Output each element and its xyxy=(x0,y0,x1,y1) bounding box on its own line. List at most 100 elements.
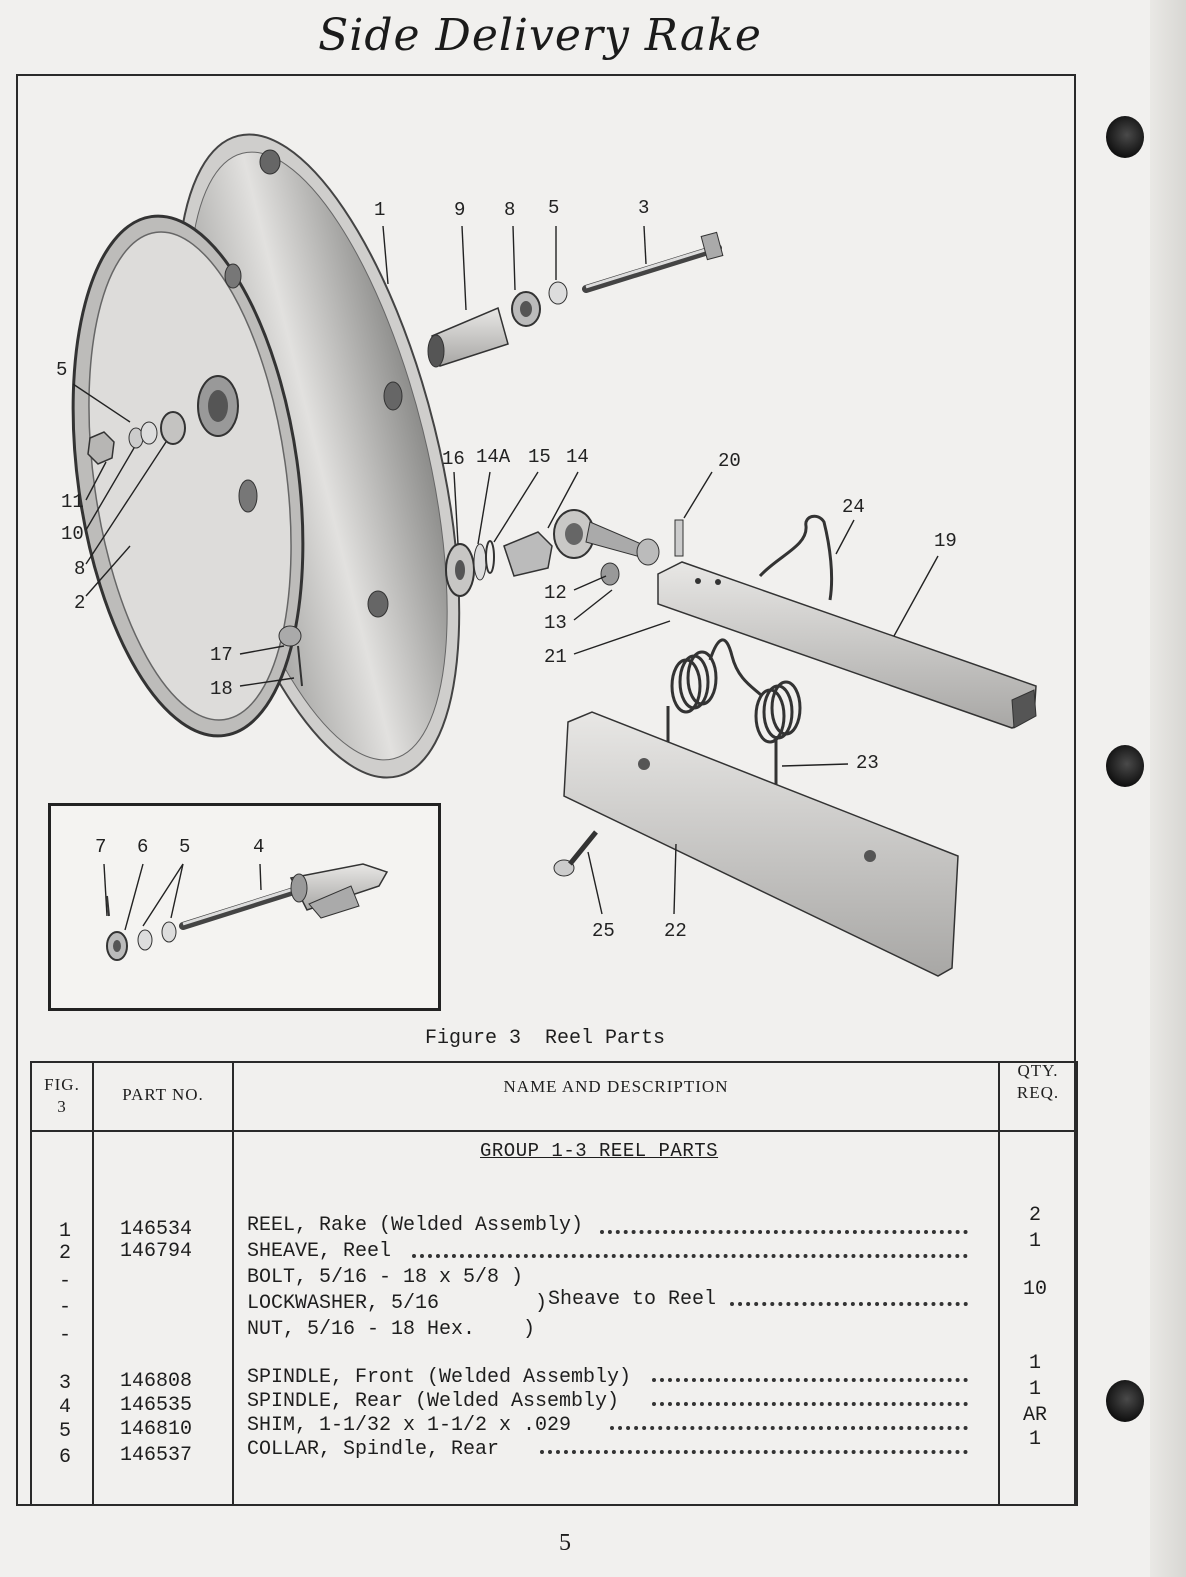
callout-2: 2 xyxy=(74,592,86,614)
callout-14a: 14A xyxy=(476,446,511,468)
dot-leader xyxy=(730,1302,968,1306)
row-description: SHIM, 1-1/32 x 1-1/2 x .029 xyxy=(247,1414,572,1437)
callout-12: 12 xyxy=(544,582,567,604)
row-qty: 1 xyxy=(1028,1352,1041,1375)
row-part-no: 146808 xyxy=(120,1370,193,1393)
table-row: 3 146808 SPINDLE, Front (Welded Assembly… xyxy=(0,1352,1186,1395)
callout-15: 15 xyxy=(528,446,551,468)
row-qty: 2 xyxy=(1028,1204,1041,1227)
callout-11: 11 xyxy=(61,491,84,513)
row-fig: 6 xyxy=(58,1446,71,1469)
table-row: 6 146537 COLLAR, Spindle, Rear 1 xyxy=(0,1428,1186,1469)
binder-hole-bottom xyxy=(1106,1380,1144,1422)
callout-1: 1 xyxy=(374,199,386,221)
table-top-rule xyxy=(30,1061,1076,1063)
callout-17: 17 xyxy=(210,644,233,666)
dot-leader xyxy=(652,1402,968,1406)
inset-callout-6: 6 xyxy=(137,836,149,858)
callout-16: 16 xyxy=(442,448,465,470)
callout-8: 8 xyxy=(504,199,516,221)
inset-callout-7: 7 xyxy=(95,836,107,858)
row-qty: 1 xyxy=(1028,1428,1041,1451)
row-description: SHEAVE, Reel xyxy=(247,1240,392,1263)
row-fig: - xyxy=(58,1296,71,1319)
binder-hole-top xyxy=(1106,116,1144,158)
row-description: BOLT, 5/16 - 18 x 5/8 ) xyxy=(247,1266,524,1289)
callout-23: 23 xyxy=(856,752,879,774)
inset-callout-4: 4 xyxy=(253,836,265,858)
callout-25: 25 xyxy=(592,920,615,942)
dot-leader xyxy=(652,1378,968,1382)
row-part-no: 146537 xyxy=(120,1444,193,1467)
row-description: COLLAR, Spindle, Rear xyxy=(247,1438,500,1461)
dot-leader xyxy=(610,1426,968,1430)
callout-20: 20 xyxy=(718,450,741,472)
table-row: - NUT, 5/16 - 18 Hex. ) xyxy=(0,1316,1186,1347)
callout-13: 13 xyxy=(544,612,567,634)
row-part-no: 146794 xyxy=(120,1240,193,1263)
exploded-view-drawing xyxy=(71,133,1037,977)
crank-assembly xyxy=(278,509,684,687)
row-fig: 5 xyxy=(58,1420,71,1443)
callout-8-left: 8 xyxy=(74,558,86,580)
header-name-description: NAME AND DESCRIPTION xyxy=(503,1077,729,1096)
row-fig: 3 xyxy=(58,1372,71,1395)
table-row: 2 146794 SHEAVE, Reel 1 xyxy=(0,1230,1186,1265)
row-qty: 1 xyxy=(1028,1230,1041,1253)
callout-19: 19 xyxy=(934,530,957,552)
spring-clip xyxy=(758,514,834,601)
page-frame xyxy=(16,74,1076,1506)
table-row: 5 146810 SHIM, 1-1/32 x 1-1/2 x .029 AR xyxy=(0,1404,1186,1443)
table-right-border xyxy=(1076,1061,1078,1506)
callout-22: 22 xyxy=(664,920,687,942)
callout-5-left: 5 xyxy=(56,359,68,381)
row-description: LOCKWASHER, 5/16 ) xyxy=(247,1292,548,1315)
table-row: - BOLT, 5/16 - 18 x 5/8 ) xyxy=(0,1266,1186,1293)
rear-spindle-inset: 7 6 5 4 xyxy=(48,803,441,1011)
callout-24: 24 xyxy=(842,496,865,518)
callout-18: 18 xyxy=(210,678,233,700)
dot-leader xyxy=(600,1230,968,1234)
row-fig: - xyxy=(58,1324,71,1347)
tooth-bar xyxy=(563,711,959,977)
tube-bar xyxy=(657,561,1037,729)
row-fig: 2 xyxy=(58,1242,71,1265)
reel-drum xyxy=(71,214,305,738)
row-description: REEL, Rake (Welded Assembly) xyxy=(247,1214,584,1237)
page-edge-shadow xyxy=(1150,0,1186,1577)
row-part-no: 146534 xyxy=(120,1218,193,1241)
table-row: 1 146534 REEL, Rake (Welded Assembly) 2 xyxy=(0,1204,1186,1243)
rear-spindle-drawing xyxy=(103,863,389,961)
row-description: SPINDLE, Rear (Welded Assembly) xyxy=(247,1390,620,1413)
header-qty-line1: QTY. xyxy=(1017,1061,1059,1080)
hub-hardware xyxy=(87,411,186,465)
figure-caption: Figure 3 Reel Parts xyxy=(330,1027,760,1050)
coil-tooth xyxy=(666,638,802,810)
row-fig: - xyxy=(58,1270,71,1293)
row-note: Sheave to Reel xyxy=(548,1288,717,1311)
spindle-parts xyxy=(427,231,724,368)
row-qty: AR xyxy=(1022,1404,1047,1427)
page-number: 5 xyxy=(559,1530,571,1556)
header-qty-line2: REQ. xyxy=(1016,1083,1060,1102)
inset-callout-5: 5 xyxy=(179,836,191,858)
dot-leader xyxy=(412,1254,968,1258)
figure-caption-prefix: Figure 3 xyxy=(424,1027,521,1050)
row-description: NUT, 5/16 - 18 Hex. ) xyxy=(247,1318,536,1341)
group-heading: GROUP 1-3 REEL PARTS xyxy=(480,1140,719,1162)
binder-hole-middle xyxy=(1106,745,1144,787)
header-qty: QTY. REQ. xyxy=(1000,1060,1076,1104)
row-part-no: 146535 xyxy=(120,1394,193,1417)
callout-14: 14 xyxy=(566,446,589,468)
table-left-border xyxy=(30,1061,32,1506)
table-row: 4 146535 SPINDLE, Rear (Welded Assembly)… xyxy=(0,1378,1186,1419)
callout-3: 3 xyxy=(638,197,650,219)
callout-9: 9 xyxy=(454,199,466,221)
figure-caption-title: Reel Parts xyxy=(545,1027,666,1050)
row-qty: 1 xyxy=(1028,1378,1041,1401)
callout-21: 21 xyxy=(544,646,567,668)
dot-leader xyxy=(540,1450,968,1454)
table-row: - LOCKWASHER, 5/16 ) Sheave to Reel 10 xyxy=(0,1278,1186,1319)
row-qty: 10 xyxy=(1022,1278,1047,1301)
row-fig: 4 xyxy=(58,1396,71,1419)
